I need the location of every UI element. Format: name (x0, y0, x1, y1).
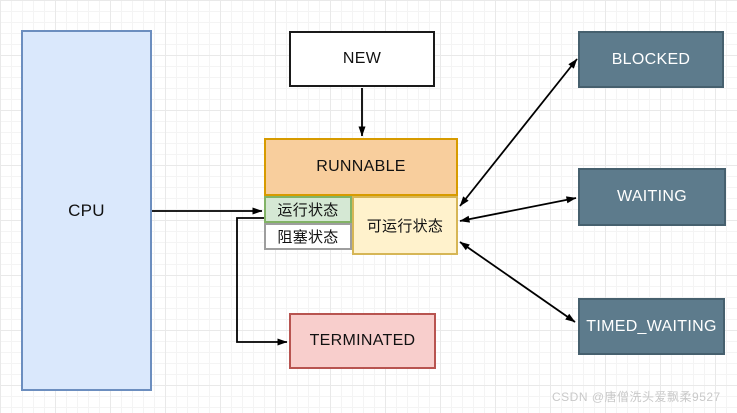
node-waiting: WAITING (578, 168, 726, 226)
arrow-ready-state-timed-waiting-bidirectional (459, 241, 576, 323)
node-timed-waiting: TIMED_WAITING (578, 298, 725, 355)
node-ready-state: 可运行状态 (352, 196, 458, 255)
node-new: NEW (289, 31, 435, 87)
arrow-ready-state-blocked-bidirectional (459, 58, 578, 207)
node-runnable: RUNNABLE (264, 138, 458, 196)
node-blocked-state: 阻塞状态 (264, 223, 352, 250)
csdn-watermark: CSDN @唐僧洗头爱飘柔9527 (552, 390, 721, 404)
node-running-state: 运行状态 (264, 196, 352, 223)
node-blocked: BLOCKED (578, 31, 724, 88)
node-terminated: TERMINATED (289, 313, 436, 369)
node-cpu: CPU (21, 30, 152, 391)
arrow-ready-state-waiting-bidirectional (459, 196, 577, 223)
